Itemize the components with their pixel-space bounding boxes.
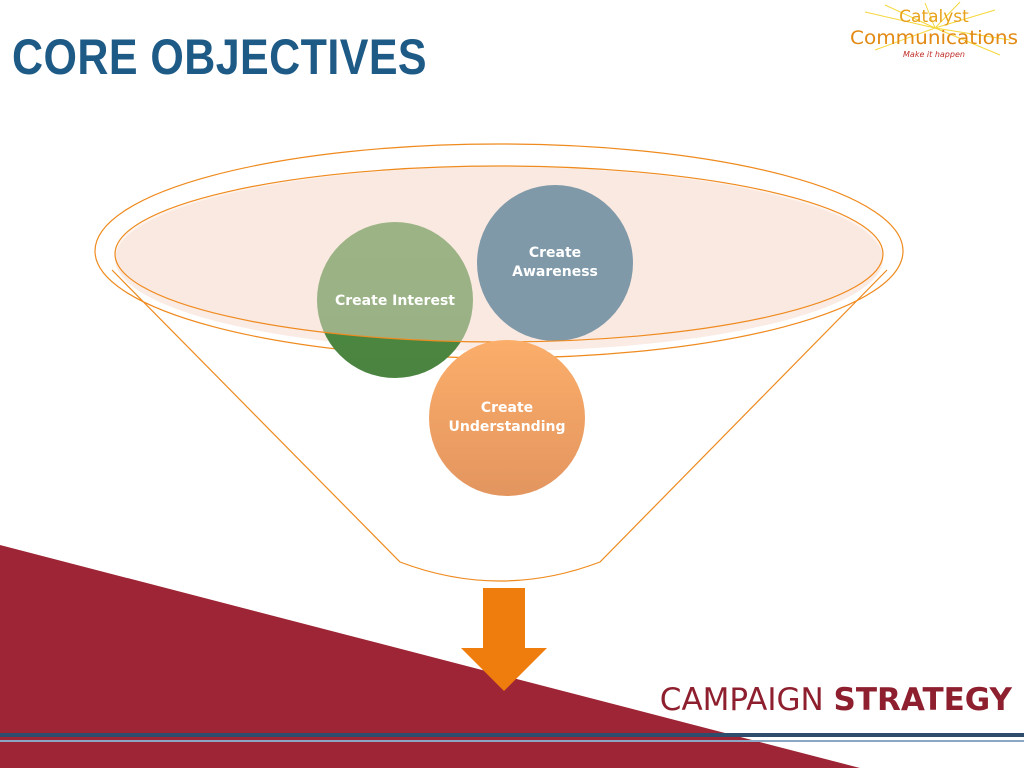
- logo-line1: Catalyst: [899, 7, 969, 27]
- understanding-label-line2: Understanding: [448, 419, 565, 435]
- logo-tagline: Make it happen: [903, 50, 965, 59]
- awareness-label-line1: Create: [529, 245, 581, 261]
- page-title: CORE OBJECTIVES: [12, 29, 428, 85]
- footer-divider-line: [0, 733, 1024, 737]
- footer-label: CAMPAIGN STRATEGY: [660, 682, 1012, 718]
- logo-line2: Communications: [850, 27, 1018, 49]
- funnel-rim-inner: [114, 165, 884, 343]
- circle-interest: [317, 222, 473, 378]
- interest-label: Create Interest: [335, 293, 455, 309]
- understanding-label-line1: Create: [481, 400, 533, 416]
- down-arrow-icon: [461, 588, 547, 691]
- footer-divider-line-thin: [0, 740, 1024, 742]
- circle-awareness: [477, 185, 633, 341]
- logo-burst-icon: [864, 1, 1011, 56]
- footer-label-normal: CAMPAIGN: [659, 682, 834, 718]
- awareness-label-line2: Awareness: [512, 264, 598, 280]
- footer-label-bold: STRATEGY: [833, 682, 1012, 718]
- footer-red-band: [0, 545, 860, 768]
- logo: Catalyst Communications Make it happen: [850, 1, 1018, 59]
- circle-understanding: [429, 340, 585, 496]
